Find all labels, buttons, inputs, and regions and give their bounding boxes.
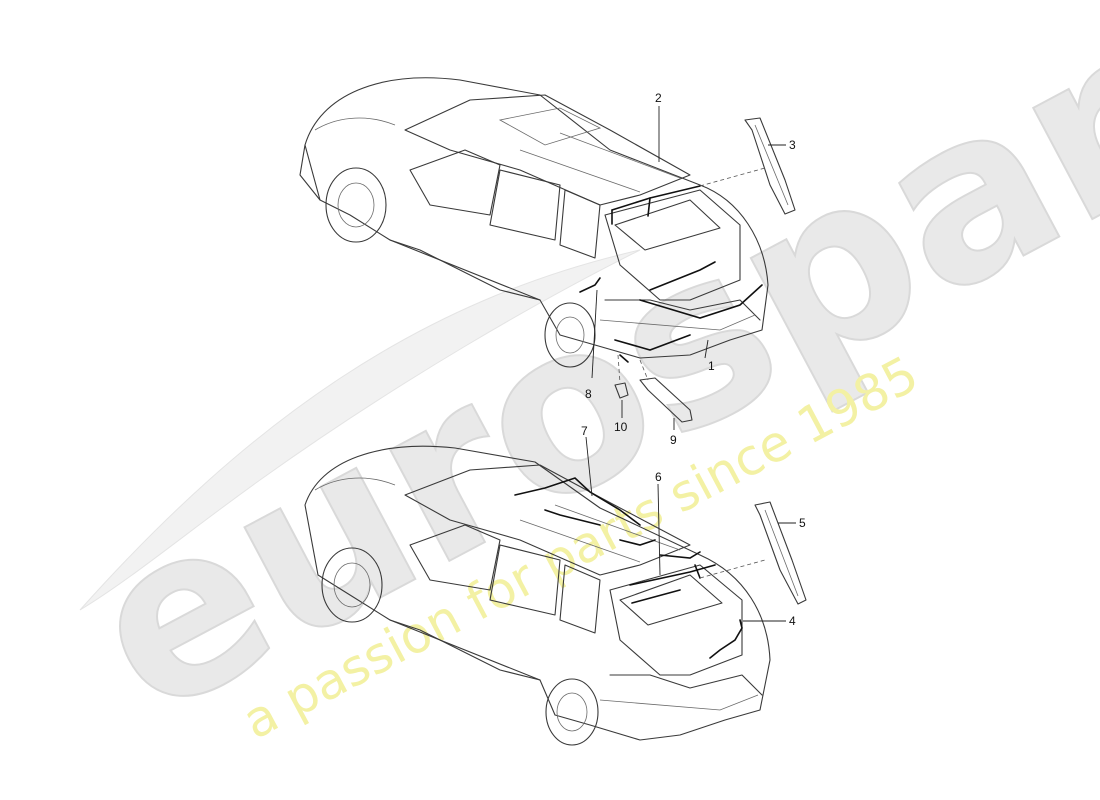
callout-6: 6 bbox=[655, 470, 662, 484]
callout-7: 7 bbox=[581, 424, 588, 438]
callout-10: 10 bbox=[614, 420, 628, 434]
callout-3: 3 bbox=[789, 138, 796, 152]
upper-vehicle-drawing bbox=[299, 77, 796, 423]
watermark-swoosh bbox=[79, 249, 641, 611]
callout-2: 2 bbox=[655, 91, 662, 105]
callout-9: 9 bbox=[670, 433, 677, 447]
callout-4: 4 bbox=[789, 614, 796, 628]
callout-1: 1 bbox=[708, 359, 715, 373]
callout-labels: 1 2 3 4 5 6 7 8 9 10 bbox=[581, 91, 806, 628]
callout-8: 8 bbox=[585, 387, 592, 401]
callout-5: 5 bbox=[799, 516, 806, 530]
lower-vehicle-drawing bbox=[304, 445, 807, 746]
